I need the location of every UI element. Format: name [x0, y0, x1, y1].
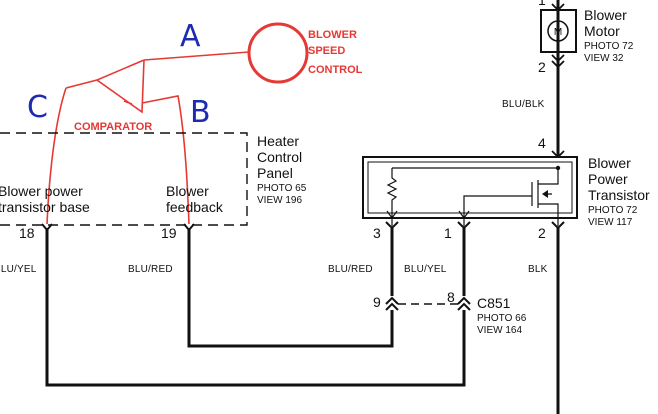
transistor-title-3: Transistor	[588, 187, 650, 203]
transistor-pin-top: 4	[538, 135, 546, 151]
transistor-pin1: 1	[444, 225, 452, 241]
letter-b: B	[190, 95, 211, 130]
blower-motor-photo: PHOTO 72	[584, 41, 634, 52]
blower-motor: M 1 Blower Motor PHOTO 72 VIEW 32 2	[538, 0, 634, 75]
comparator-shape	[65, 59, 145, 114]
wire-label-blu-red-right: BLU/RED	[328, 264, 373, 275]
c851-photo: PHOTO 66	[477, 313, 527, 324]
c851-name: C851	[477, 295, 511, 311]
wire-label-blu-yel-right: BLU/YEL	[404, 264, 447, 275]
pin19-label-2: feedback	[166, 199, 224, 215]
blower-speed-control-line1: BLOWER	[308, 29, 357, 41]
pin19-label-1: Blower	[166, 183, 209, 199]
transistor-title-2: Power	[588, 171, 628, 187]
blower-motor-title-2: Motor	[584, 23, 620, 39]
connector-c851: 9 8 C851 PHOTO 66 VIEW 164	[373, 289, 527, 336]
pin18-label-2: transistor base	[0, 199, 90, 215]
c851-pin8-symbol	[457, 296, 471, 311]
arrow-b-line	[141, 95, 190, 225]
comparator-annotation: COMPARATOR	[46, 51, 250, 225]
transistor-mosfet-arrow	[542, 190, 548, 198]
wire-label-blu-blk: BLU/BLK	[502, 99, 545, 110]
wire-label-blu-red-left: BLU/RED	[128, 264, 173, 275]
pin18-number: 18	[19, 225, 35, 241]
wire-label-blu-yel-left: BLU/YEL	[0, 264, 37, 275]
c851-view: VIEW 164	[477, 325, 522, 336]
pin18-label-1: Blower power	[0, 183, 83, 199]
heater-panel-view: VIEW 196	[257, 195, 302, 206]
transistor-inner-box	[367, 161, 573, 214]
wire-label-blk: BLK	[528, 264, 548, 275]
arrow-a-line	[143, 51, 250, 61]
transistor-resistor	[386, 168, 398, 226]
c851-pin9: 9	[373, 294, 381, 310]
speed-control-annotation: BLOWER SPEED CONTROL	[247, 22, 363, 84]
heater-panel-title-3: Panel	[257, 165, 293, 181]
transistor-mosfet	[463, 168, 559, 226]
transistor-pin2: 2	[538, 225, 546, 241]
transistor-view: VIEW 117	[588, 217, 633, 228]
letter-c: C	[27, 90, 48, 125]
blower-power-transistor: 4 Blower Power Transistor PHOTO 72 VIEW …	[362, 135, 650, 241]
pin19-number: 19	[161, 225, 177, 241]
blower-motor-title-1: Blower	[584, 7, 627, 23]
heater-panel-dashed-border	[0, 132, 248, 226]
heater-control-panel: Heater Control Panel PHOTO 65 VIEW 196 B…	[0, 132, 307, 241]
blower-speed-control-circle	[247, 22, 309, 84]
letter-a: A	[180, 19, 201, 54]
blower-speed-control-line2: SPEED	[308, 45, 345, 57]
transistor-arrow-pin3	[386, 210, 398, 220]
heater-panel-photo: PHOTO 65	[257, 183, 307, 194]
transistor-photo: PHOTO 72	[588, 205, 638, 216]
transistor-title-1: Blower	[588, 155, 631, 171]
blower-motor-pin-top: 1	[538, 0, 546, 8]
transistor-pin3: 3	[373, 225, 381, 241]
blower-motor-pin-bottom: 2	[538, 59, 546, 75]
comparator-label: COMPARATOR	[74, 121, 152, 133]
handwritten-letters: A B C	[27, 19, 211, 130]
heater-panel-title-2: Control	[257, 149, 302, 165]
wire-blu-yel	[45, 228, 466, 387]
blower-speed-control-line3: CONTROL	[308, 64, 363, 76]
blower-motor-view: VIEW 32	[584, 53, 624, 64]
heater-panel-title-1: Heater	[257, 133, 299, 149]
c851-pin8: 8	[447, 289, 455, 305]
arrow-c-line	[46, 87, 67, 225]
c851-pin9-symbol	[385, 296, 399, 311]
transistor-box	[362, 156, 578, 219]
transistor-arrow-pin1	[458, 210, 470, 220]
wire-blu-red	[187, 228, 394, 348]
